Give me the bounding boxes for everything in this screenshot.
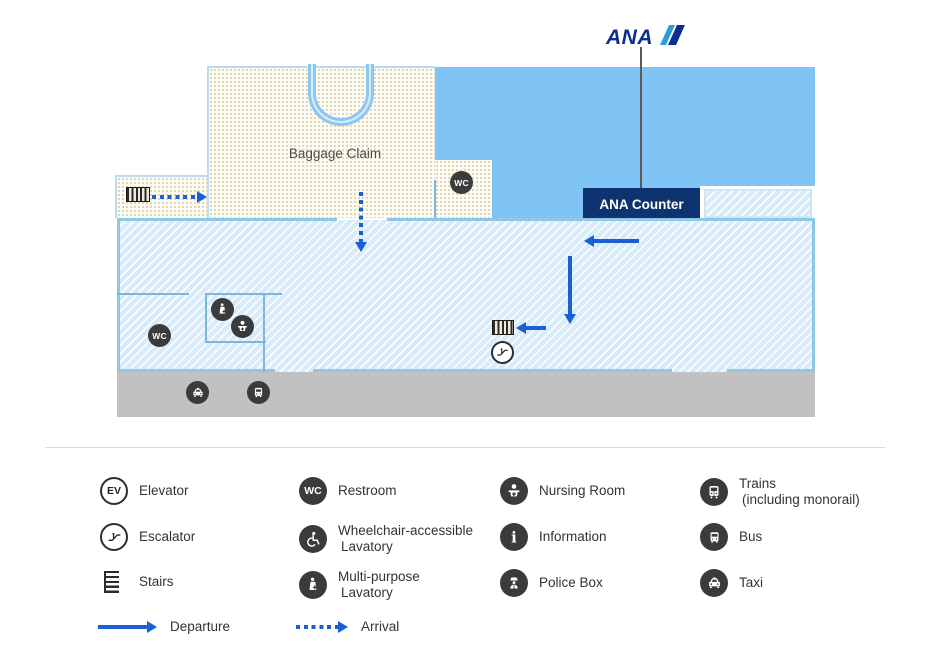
departure-arrow-west-1 xyxy=(584,235,639,247)
baggage-carousel xyxy=(308,64,374,126)
restroom-icon: WC xyxy=(299,477,327,505)
concourse-border-left xyxy=(117,218,120,372)
restroom-abbr: WC xyxy=(152,330,167,341)
departure-arrow-west-2 xyxy=(516,322,546,334)
escalator-icon xyxy=(100,523,128,551)
stairs-icon xyxy=(104,571,119,593)
concourse-area xyxy=(117,220,815,372)
elevator-abbr: EV xyxy=(106,485,121,497)
multi-purpose-lavatory-icon xyxy=(211,298,234,321)
arrival-arrow-south xyxy=(355,192,367,252)
legend-label: Escalator xyxy=(139,529,196,544)
concourse-border-right xyxy=(812,218,815,372)
road-area xyxy=(117,372,815,417)
legend-item-nursing-room: Nursing Room xyxy=(500,477,625,505)
restroom-abbr: WC xyxy=(454,177,469,188)
concourse-border-bottom-3 xyxy=(727,369,815,372)
train-icon xyxy=(700,478,728,506)
information-icon: i xyxy=(500,523,528,551)
ana-counter-box: ANA Counter xyxy=(583,188,700,220)
restroom-abbr: WC xyxy=(304,485,322,497)
bus-icon xyxy=(700,523,728,551)
legend-item-escalator: Escalator xyxy=(100,523,195,551)
taxi-icon xyxy=(700,569,728,597)
wheelchair-accessible-lavatory-icon xyxy=(299,525,327,553)
legend-divider xyxy=(45,447,885,448)
concourse-border-bottom-1 xyxy=(117,369,275,372)
legend-item-information: i Information xyxy=(500,523,607,551)
ana-logo-text: ANA xyxy=(606,26,653,49)
elevator-icon: EV xyxy=(100,477,128,505)
legend-label: Elevator xyxy=(139,483,189,498)
legend-item-police-box: Police Box xyxy=(500,569,603,597)
legend-label: Information xyxy=(539,529,607,544)
ana-logo: ANA xyxy=(606,25,685,50)
legend-label: Police Box xyxy=(539,575,603,590)
bus-icon xyxy=(247,381,270,404)
ana-counter-label: ANA Counter xyxy=(599,196,684,212)
legend-label: Restroom xyxy=(338,483,397,498)
room-wall xyxy=(205,293,282,295)
stairs-icon xyxy=(492,320,514,335)
arrival-arrow-icon xyxy=(296,621,348,633)
legend-label: Trains(including monorail) xyxy=(739,476,860,507)
arrival-arrow-east xyxy=(152,191,207,203)
wall-line xyxy=(434,180,436,218)
legend-label: Nursing Room xyxy=(539,483,626,498)
concourse-border-bottom-2 xyxy=(313,369,672,372)
legend-item-elevator: EV Elevator xyxy=(100,477,189,505)
legend-item-bus: Bus xyxy=(700,523,762,551)
legend-item-trains: Trains(including monorail) xyxy=(700,476,860,508)
legend-item-restroom: WC Restroom xyxy=(299,477,397,505)
legend-label: Departure xyxy=(170,619,231,634)
legend-label: Stairs xyxy=(139,574,174,589)
legend-label: Bus xyxy=(739,529,763,544)
ana-trigram-icon xyxy=(655,25,685,50)
ana-pointer-line xyxy=(640,47,642,188)
departure-arrow-icon xyxy=(98,621,157,633)
room-wall xyxy=(205,293,207,342)
legend-label: Arrival xyxy=(361,619,400,634)
stairs-icon xyxy=(126,187,150,202)
escalator-icon xyxy=(491,341,514,364)
restroom-icon: WC xyxy=(148,324,171,347)
baggage-claim-label: Baggage Claim xyxy=(288,146,382,161)
svg-text:i: i xyxy=(511,528,517,546)
restroom-icon: WC xyxy=(450,171,473,194)
nursing-room-icon xyxy=(500,477,528,505)
counter-side-strip xyxy=(704,189,812,218)
legend-label: Taxi xyxy=(739,575,764,590)
concourse-border-top-left xyxy=(117,218,337,221)
departure-arrow-south xyxy=(564,256,576,324)
legend-item-taxi: Taxi xyxy=(700,569,763,597)
legend-item-stairs: Stairs xyxy=(104,571,174,593)
legend-item-departure: Departure xyxy=(98,619,230,635)
police-box-icon xyxy=(500,569,528,597)
concourse-border-top-right xyxy=(387,218,815,221)
room-wall xyxy=(263,293,265,372)
multi-purpose-lavatory-icon xyxy=(299,571,327,599)
nursing-room-icon xyxy=(231,315,254,338)
room-wall xyxy=(117,293,189,295)
taxi-icon xyxy=(186,381,209,404)
baggage-carousel-belt xyxy=(311,64,371,123)
room-wall xyxy=(205,341,266,343)
legend-item-arrival: Arrival xyxy=(296,619,399,635)
